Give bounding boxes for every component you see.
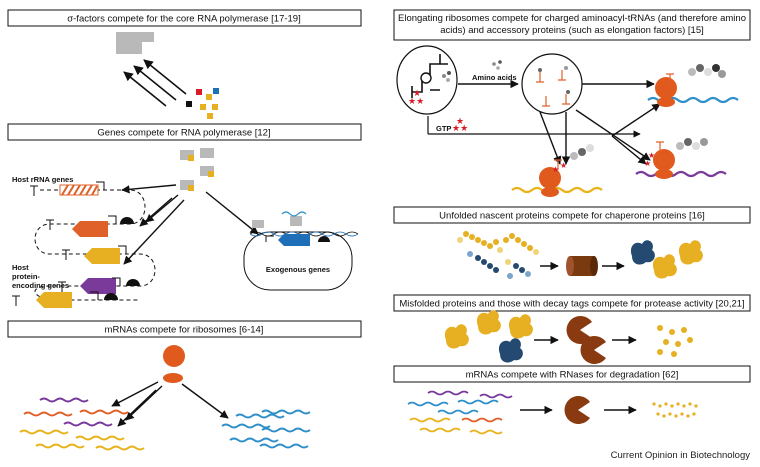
- misfolded-protein-1: [444, 324, 469, 349]
- unfolded-protein-chains: [457, 231, 539, 279]
- svg-text:★: ★: [413, 89, 421, 99]
- panel-misfolded-title: Misfolded proteins and those with decay …: [399, 299, 744, 310]
- folded-protein-yellow: [652, 254, 677, 279]
- sigma-factors: [186, 88, 219, 119]
- exogenous-plasmid: [243, 211, 359, 291]
- panel-misfolded: Misfolded proteins and those with decay …: [393, 294, 751, 364]
- svg-text:★: ★: [456, 117, 464, 127]
- misfolded-protein-2: [476, 310, 501, 335]
- misfolded-protein-3: [508, 314, 533, 339]
- folded-protein-yellow-2: [678, 240, 703, 265]
- host-gene-yellow-2: [12, 291, 118, 308]
- host-rrna-gene: [30, 181, 105, 196]
- panel-sigma: σ-factors compete for the core RNA polym…: [7, 9, 362, 119]
- peptide-fragments: [657, 325, 693, 357]
- panel-genes: Genes compete for RNA polymerase [12] Ho…: [7, 123, 362, 308]
- ribosome-blue-mrna: [647, 64, 739, 107]
- gtp-stars: ★★★: [452, 117, 468, 134]
- host-gene-yellow: [62, 245, 127, 264]
- svg-text:★★: ★★: [408, 97, 424, 107]
- panel-genes-title: Genes compete for RNA polymerase [12]: [97, 128, 270, 139]
- panel-rnases-title: mRNAs compete with RNases for degradatio…: [466, 370, 679, 381]
- svg-text:★: ★: [644, 159, 651, 168]
- svg-text:★: ★: [648, 151, 655, 160]
- host-gene-orange: [46, 215, 134, 237]
- exogenous-label: Exogenous genes: [266, 265, 330, 274]
- panel-unfolded: Unfolded nascent proteins compete for ch…: [393, 206, 751, 279]
- host-protein-label-3: encoding genes: [12, 281, 69, 290]
- trna-pool-cell: [521, 53, 583, 115]
- host-protein-label-2: protein-: [12, 272, 40, 281]
- host-rrna-label: Host rRNA genes: [12, 175, 73, 184]
- gtp-label: GTP: [436, 124, 451, 133]
- nucleotide-fragments: [652, 402, 698, 418]
- ribosome-purple-mrna: ★★: [635, 138, 727, 179]
- rnase: [564, 396, 590, 424]
- tagged-protein: [498, 338, 523, 363]
- rna-polymerase-group: [180, 148, 214, 191]
- chaperone: [566, 256, 598, 276]
- rna-polymerase-core: [116, 32, 154, 54]
- svg-text:★★: ★★: [452, 124, 468, 134]
- ribosome-large-subunit: [163, 345, 185, 367]
- svg-text:★: ★: [552, 165, 559, 174]
- mrna-pool-host: [19, 397, 145, 451]
- folded-protein-navy: [630, 240, 655, 265]
- amino-acids-label: Amino acids: [472, 73, 517, 82]
- host-chromosome: [34, 189, 156, 301]
- panel-rnases: mRNAs compete with RNases for degradatio…: [393, 365, 751, 435]
- panel-mrna-ribosomes: mRNAs compete for ribosomes [6-14]: [7, 320, 362, 451]
- panel-elongating: Elongating ribosomes compete for charged…: [393, 9, 751, 197]
- panel-elongating-title-2: acids) and accessory proteins (such as e…: [440, 25, 704, 36]
- host-gene-purple: [58, 277, 140, 294]
- mrna-pool-exogenous: [221, 409, 311, 449]
- host-metabolism-cell: ★★★: [396, 45, 458, 115]
- ribosome-small-subunit: [163, 373, 183, 383]
- panel-unfolded-title: Unfolded nascent proteins compete for ch…: [439, 211, 705, 222]
- panel-elongating-title-1: Elongating ribosomes compete for charged…: [398, 13, 746, 24]
- footer-credit: Current Opinion in Biotechnology: [610, 450, 750, 461]
- mrna-pool-degradation: [407, 390, 513, 435]
- svg-text:★: ★: [560, 161, 567, 170]
- ribosome-yellow-mrna: ★★: [511, 144, 603, 197]
- panel-sigma-title: σ-factors compete for the core RNA polym…: [67, 14, 300, 25]
- panel-mrna-ribosomes-title: mRNAs compete for ribosomes [6-14]: [105, 325, 264, 336]
- host-protein-label-1: Host: [12, 263, 29, 272]
